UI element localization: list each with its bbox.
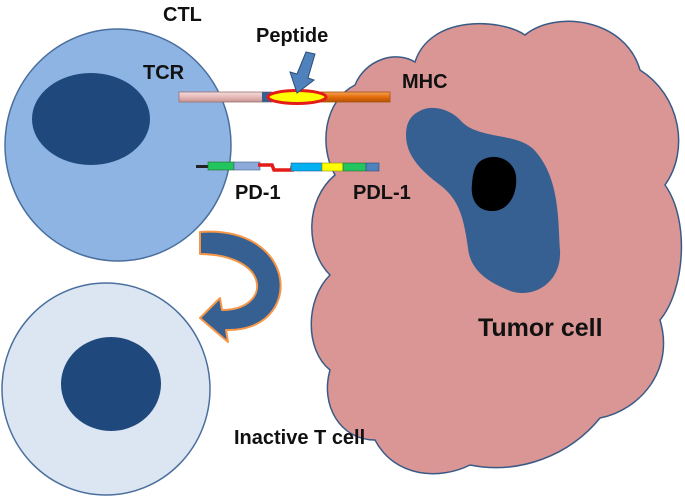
- tcr-label: TCR: [143, 62, 185, 84]
- pd1-label: PD-1: [235, 182, 281, 204]
- inactive-t-cell-nucleus: [61, 337, 161, 431]
- tcr-mhc-complex: [178, 51, 391, 105]
- pdl1-green-segment: [342, 162, 367, 172]
- inactive-t-cell-label: Inactive T cell: [234, 427, 366, 449]
- tcr-bar: [178, 91, 273, 103]
- mhc-label: MHC: [402, 71, 448, 93]
- ctl-cell: [4, 28, 232, 262]
- ctl-nucleus: [32, 73, 150, 165]
- tumor-nucleus-core: [471, 156, 517, 212]
- pd1-green-segment: [207, 161, 235, 171]
- tumor-cell: [310, 20, 683, 475]
- pd1-pdl1-complex: [196, 161, 380, 172]
- curved-arrow: [199, 230, 282, 343]
- pdl1-label: PDL-1: [353, 182, 411, 204]
- pdl1-end-segment: [365, 162, 380, 172]
- inactive-t-cell: [1, 282, 211, 496]
- peptide-label: Peptide: [256, 25, 329, 47]
- pd1-red-link: [258, 163, 294, 172]
- pd1-stem: [196, 165, 210, 168]
- pd1-blue-segment: [233, 161, 261, 171]
- ctl-label: CTL: [163, 4, 202, 26]
- tumor-cell-label: Tumor cell: [478, 314, 603, 342]
- pdl1-cyan-segment: [290, 162, 323, 172]
- peptide-arrow: [289, 51, 316, 94]
- pdl1-yellow-segment: [321, 162, 344, 172]
